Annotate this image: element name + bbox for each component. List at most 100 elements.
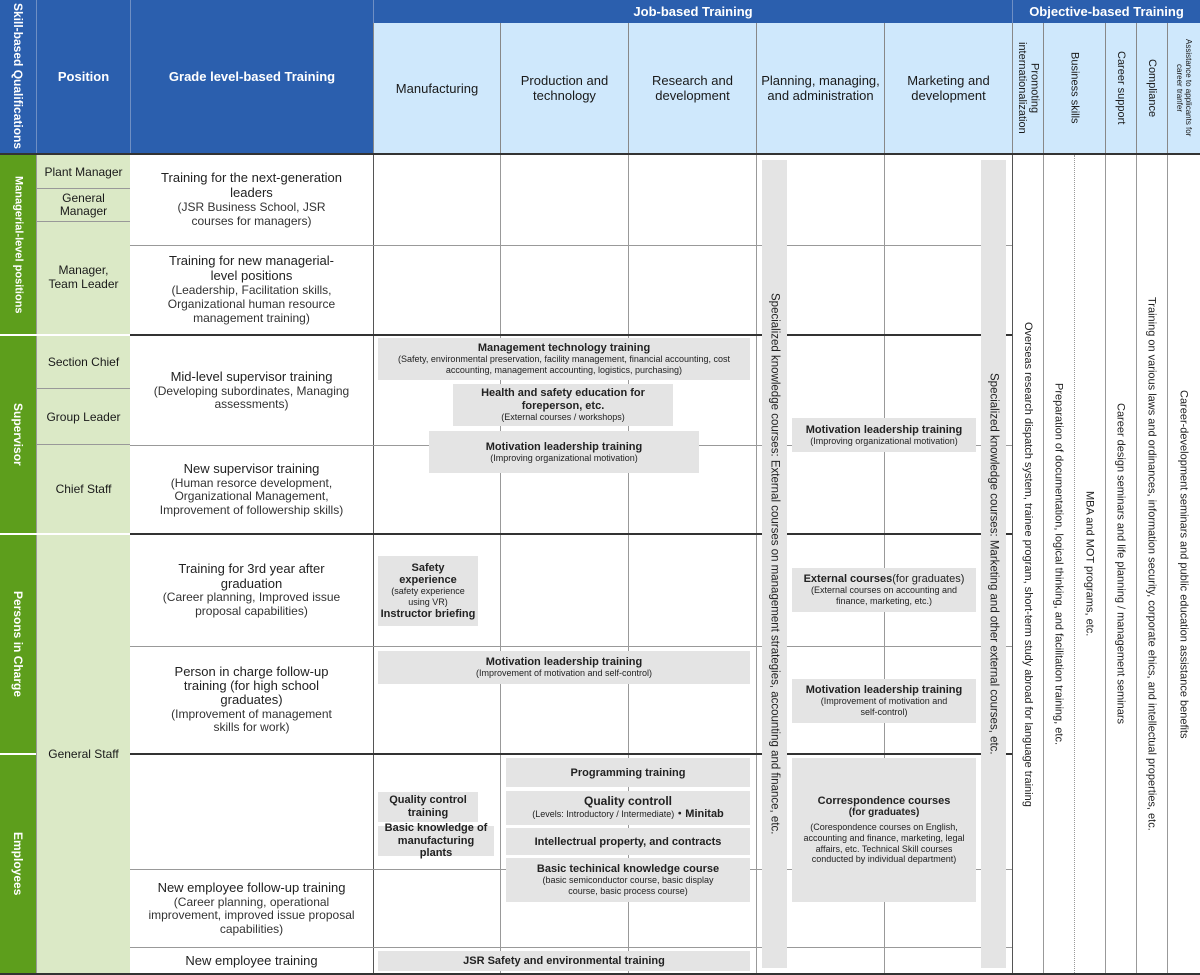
position-section-chief-label: Section Chief	[47, 355, 120, 369]
grade-3rd-year-sub: (Career planning, Improved issue proposa…	[162, 590, 341, 618]
box-ip-contracts: Intellectrual property, and contracts	[506, 828, 750, 855]
grade-follow-up-hs-sub: (Improvement of management skills for wo…	[171, 706, 332, 735]
grade-next-gen-title: Training for the next-generation leaders	[161, 170, 342, 201]
obj-mba-mot-text: MBA and MOT programs, etc.	[1083, 491, 1096, 637]
box-motivation-planning-1: Motivation leadership training (Improvin…	[792, 418, 976, 452]
position-manager-team-leader-label: Manager, Team Leader	[48, 263, 119, 291]
box-motivation-1-title: Motivation leadership training	[485, 440, 643, 453]
box-safety-experience: Safety experience (safety experience usi…	[378, 556, 478, 626]
box-basic-technical-sub: (basic semiconductor course, basic displ…	[542, 875, 714, 896]
box-safety-environmental: JSR Safety and environmental training	[378, 951, 750, 971]
bar-planning-specialized: Specialized knowledge courses: External …	[762, 160, 787, 968]
obj-business-skills: Preparation of documentation, logical th…	[1044, 160, 1073, 968]
grade-3rd-year: Training for 3rd year after graduation (…	[131, 535, 372, 646]
qual-persons-in-charge-label: Persons in Charge	[11, 590, 25, 698]
col-business-skills: Business skills	[1043, 23, 1105, 153]
position-group-leader: Group Leader	[36, 389, 130, 445]
job-based-header: Job-based Training	[373, 0, 1012, 23]
box-safety-experience-sub: (safety experience using VR)	[391, 586, 465, 608]
box-motivation-planning-2: Motivation leadership training (Improvem…	[792, 679, 976, 723]
position-group-leader-label: Group Leader	[46, 409, 121, 424]
box-health-safety-title: Health and safety education for forepers…	[481, 386, 645, 412]
col-business-skills-label: Business skills	[1068, 52, 1081, 124]
box-health-safety-sub: (External courses / workshops)	[501, 412, 625, 423]
col-marketing-label: Marketing and development	[907, 73, 990, 103]
obj-career-transfer-text: Career-development seminars and public e…	[1177, 389, 1190, 739]
grade-training-header-label: Grade level-based Training	[168, 69, 336, 84]
job-based-header-label: Job-based Training	[633, 4, 753, 19]
obj-internationalization: Overseas research dispatch system, train…	[1014, 160, 1042, 968]
col-internationalization: Promoting internationalization	[1012, 23, 1043, 153]
grade-new-employee-follow-up-sub: (Career planning, operational improvemen…	[148, 894, 355, 937]
col-career-transfer-label: Assistance to applicants for career tran…	[1175, 39, 1194, 137]
box-safety-experience-title: Safety experience	[399, 562, 457, 587]
grade-new-managerial: Training for new managerial-level positi…	[131, 246, 372, 334]
grade-next-gen-leaders: Training for the next-generation leaders…	[131, 155, 372, 245]
grade-follow-up-hs-title: Person in charge follow-up training (for…	[174, 663, 329, 708]
col-internationalization-label: Promoting internationalization	[1016, 42, 1041, 134]
col-research-label: Research and development	[652, 73, 733, 103]
grade-mid-supervisor-sub: (Developing subordinates, Managing asses…	[153, 383, 350, 412]
position-general-manager-label: General Manager	[59, 190, 108, 218]
box-quality-controll-title: Quality controll	[583, 794, 672, 809]
grade-follow-up-hs: Person in charge follow-up training (for…	[131, 647, 372, 753]
grade-new-employee-follow-up-title: New employee follow-up training	[157, 880, 346, 895]
skill-qualifications-header: Skill-based Qualifications	[0, 0, 36, 153]
box-ip-contracts-title: Intellectrual property, and contracts	[534, 835, 722, 848]
qual-supervisor: Supervisor	[0, 336, 36, 533]
box-safety-environmental-title: JSR Safety and environmental training	[463, 955, 665, 967]
obj-business-skills-text: Preparation of documentation, logical th…	[1052, 383, 1065, 745]
box-basic-manufacturing-title: Basic knowledge of manufacturing plants	[384, 822, 488, 860]
col-planning: Planning, managing, and administration	[756, 23, 884, 153]
grade-mid-supervisor-title: Mid-level supervisor training	[170, 368, 333, 384]
box-quality-controll-minitab: ・Minitab	[674, 808, 724, 821]
obj-compliance-text: Training on various laws and ordinances,…	[1145, 297, 1158, 831]
skill-qualifications-label: Skill-based Qualifications	[11, 3, 25, 150]
obj-career-support-text: Career design seminars and life planning…	[1114, 403, 1127, 725]
grade-mid-supervisor: Mid-level supervisor training (Developin…	[131, 336, 372, 445]
box-motivation-2: Motivation leadership training (Improvem…	[378, 651, 750, 684]
obj-career-support: Career design seminars and life planning…	[1106, 160, 1135, 968]
box-motivation-planning-2-title: Motivation leadership training	[805, 684, 963, 697]
grade-new-supervisor: New supervisor training (Human resorce d…	[131, 446, 372, 533]
box-external-courses-title: External courses	[803, 573, 893, 586]
col-career-support: Career support	[1105, 23, 1136, 153]
box-motivation-planning-1-title: Motivation leadership training	[805, 423, 963, 436]
qual-supervisor-label: Supervisor	[11, 403, 25, 466]
box-qc-manufacturing-title: Quality control training	[389, 794, 467, 819]
qual-employees-label: Employees	[11, 832, 25, 896]
grade-new-supervisor-sub: (Human resorce development, Organization…	[159, 475, 344, 518]
col-production-label: Production and technology	[520, 73, 609, 103]
box-motivation-2-title: Motivation leadership training	[485, 656, 643, 669]
box-management-technology-title: Management technology training	[477, 342, 651, 355]
col-compliance: Compliance	[1136, 23, 1167, 153]
grade-new-employee: New employee training	[131, 948, 372, 973]
position-header-label: Position	[57, 69, 110, 84]
grade-new-employee-follow-up: New employee follow-up training (Career …	[131, 870, 372, 947]
grade-new-supervisor-title: New supervisor training	[183, 461, 320, 476]
box-management-technology: Management technology training (Safety, …	[378, 338, 750, 380]
box-basic-technical: Basic techinical knowledge course (basic…	[506, 858, 750, 902]
box-quality-controll: Quality controll (Levels: Introductory /…	[506, 791, 750, 825]
box-motivation-1: Motivation leadership training (Improvin…	[429, 431, 699, 473]
col-production: Production and technology	[500, 23, 628, 153]
grade-training-header: Grade level-based Training	[130, 0, 373, 153]
obj-compliance: Training on various laws and ordinances,…	[1137, 160, 1166, 968]
grade-3rd-year-title: Training for 3rd year after graduation	[178, 561, 325, 591]
col-manufacturing: Manufacturing	[373, 23, 500, 153]
box-basic-manufacturing: Basic knowledge of manufacturing plants	[378, 822, 494, 859]
objective-based-header: Objective-based Training	[1012, 0, 1200, 23]
qual-managerial-label: Managerial-level positions	[12, 175, 25, 314]
col-planning-label: Planning, managing, and administration	[761, 73, 880, 103]
box-external-courses-sub: (External courses on accounting and fina…	[810, 585, 958, 606]
box-qc-manufacturing: Quality control training	[378, 792, 478, 822]
position-header: Position	[36, 0, 130, 153]
position-general-staff-label: General Staff	[48, 747, 119, 761]
box-motivation-planning-2-sub: (Improvement of motivation and self-cont…	[820, 696, 948, 717]
grade-new-managerial-title: Training for new managerial-level positi…	[169, 253, 334, 284]
qual-persons-in-charge: Persons in Charge	[0, 535, 36, 753]
col-research: Research and development	[628, 23, 756, 153]
position-section-chief: Section Chief	[36, 336, 130, 389]
box-health-safety: Health and safety education for forepers…	[453, 384, 673, 426]
objective-based-header-label: Objective-based Training	[1029, 4, 1184, 19]
